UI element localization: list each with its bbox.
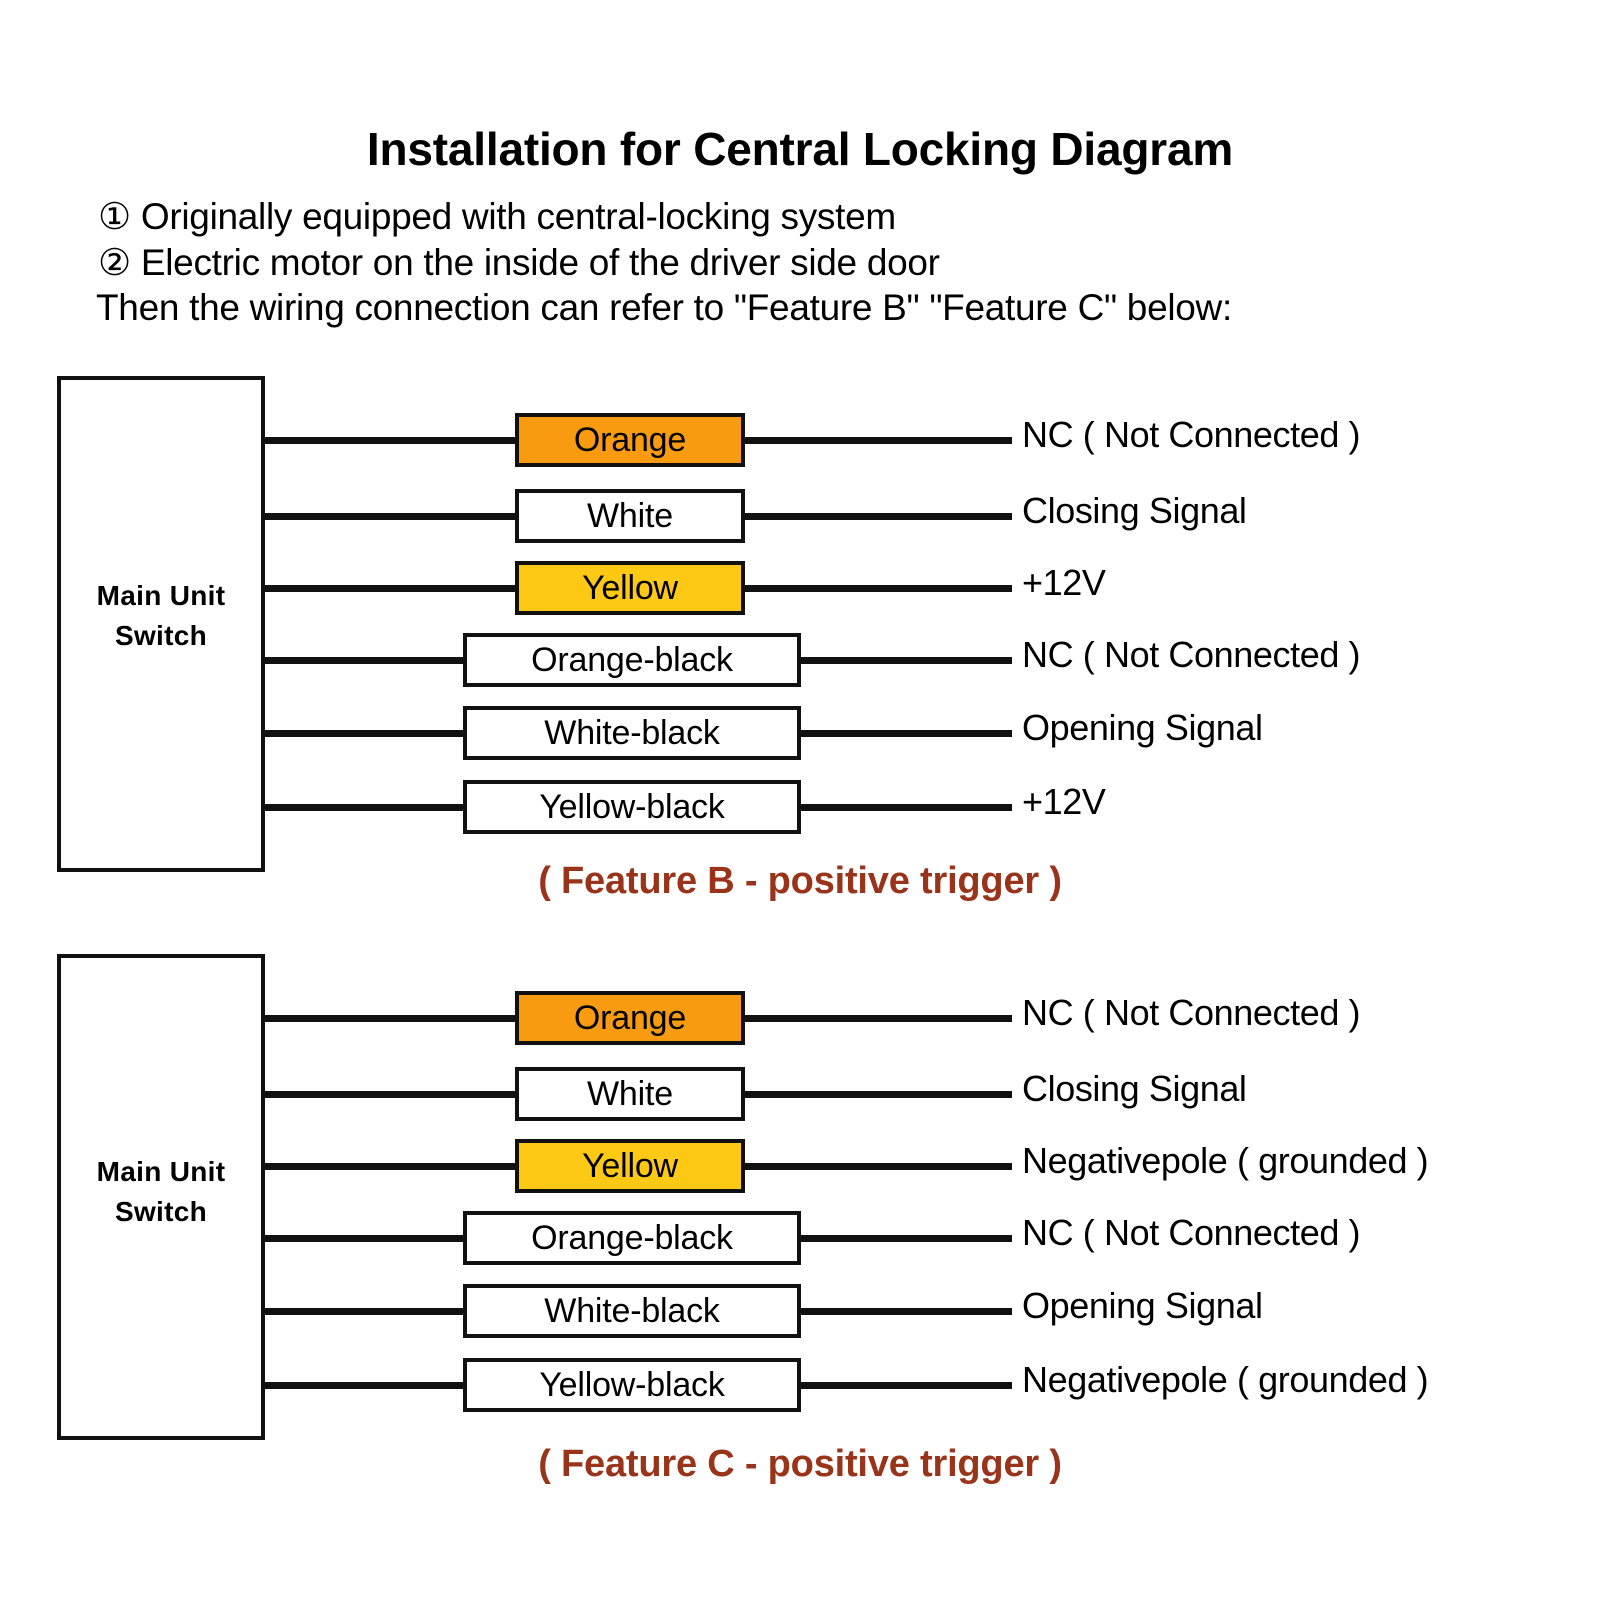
main-unit-label-line1: Main Unit <box>96 580 226 611</box>
diagram-feature-c: Main Unit Switch Orange NC ( Not Connect… <box>0 954 1600 1514</box>
wire-segment-left <box>263 657 467 664</box>
wire-segment-right <box>741 513 1012 520</box>
wire-segment-left <box>263 1235 467 1242</box>
wire-segment-left <box>263 804 467 811</box>
wire-label-box: Yellow <box>515 561 745 615</box>
wire-segment-right <box>741 1163 1012 1170</box>
wire-segment-left <box>263 513 519 520</box>
wire-label-box: Orange <box>515 991 745 1045</box>
page-title: Installation for Central Locking Diagram <box>366 123 1234 175</box>
signal-label: Opening Signal <box>1022 707 1263 748</box>
wire-segment-left <box>263 1163 519 1170</box>
list-marker-2: ② <box>98 242 131 283</box>
wire-segment-right <box>797 730 1012 737</box>
main-unit-label-line2: Switch <box>114 1195 208 1227</box>
main-unit-box <box>57 376 265 872</box>
signal-label: Opening Signal <box>1022 1285 1263 1326</box>
wire-segment-left <box>263 1308 467 1315</box>
intro-text-2: Electric motor on the inside of the driv… <box>140 242 940 283</box>
signal-label: +12V <box>1022 562 1106 603</box>
wire-segment-left <box>263 437 519 444</box>
main-unit-label-line2: Switch <box>114 619 208 651</box>
wire-segment-left <box>263 1382 467 1389</box>
feature-c-caption: ( Feature C - positive trigger ) <box>538 1443 1062 1485</box>
main-unit-label: Main Unit Switch <box>57 1152 265 1232</box>
signal-label: NC ( Not Connected ) <box>1022 634 1361 675</box>
wire-segment-right <box>797 1382 1012 1389</box>
wire-segment-right <box>797 657 1012 664</box>
wire-label-box: White-black <box>463 1284 801 1338</box>
wire-label-box: Orange <box>515 413 745 467</box>
signal-label: NC ( Not Connected ) <box>1022 1212 1361 1253</box>
wire-segment-right <box>797 1235 1012 1242</box>
signal-label: +12V <box>1022 781 1106 822</box>
wire-label-box: Yellow-black <box>463 1358 801 1412</box>
wire-label-box: Yellow-black <box>463 780 801 834</box>
signal-label: NC ( Not Connected ) <box>1022 992 1361 1033</box>
wire-segment-right <box>797 804 1012 811</box>
wire-label-box: Orange-black <box>463 633 801 687</box>
wire-segment-right <box>741 1015 1012 1022</box>
wire-label-box: Yellow <box>515 1139 745 1193</box>
wire-label-box: White-black <box>463 706 801 760</box>
wire-label-box: White <box>515 1067 745 1121</box>
intro-line-3: Then the wiring connection can refer to … <box>96 287 1232 328</box>
signal-label: NC ( Not Connected ) <box>1022 414 1361 455</box>
wire-segment-left <box>263 730 467 737</box>
signal-label: Negativepole ( grounded ) <box>1022 1140 1429 1181</box>
wire-segment-right <box>741 1091 1012 1098</box>
signal-label: Closing Signal <box>1022 490 1247 531</box>
wire-segment-left <box>263 1091 519 1098</box>
list-marker-1: ① <box>98 196 131 237</box>
signal-label: Closing Signal <box>1022 1068 1247 1109</box>
wire-label-box: Orange-black <box>463 1211 801 1265</box>
wire-label-box: White <box>515 489 745 543</box>
main-unit-label-line1: Main Unit <box>96 1156 226 1187</box>
wire-segment-right <box>741 585 1012 592</box>
intro-text-1: Originally equipped with central-locking… <box>140 196 896 237</box>
main-unit-box <box>57 954 265 1440</box>
wire-segment-right <box>797 1308 1012 1315</box>
signal-label: Negativepole ( grounded ) <box>1022 1359 1429 1400</box>
wire-segment-left <box>263 585 519 592</box>
main-unit-label: Main Unit Switch <box>57 576 265 656</box>
feature-b-caption: ( Feature B - positive trigger ) <box>538 860 1062 902</box>
wire-segment-left <box>263 1015 519 1022</box>
diagram-feature-b: Main Unit Switch Orange NC ( Not Connect… <box>0 376 1600 916</box>
wire-segment-right <box>741 437 1012 444</box>
